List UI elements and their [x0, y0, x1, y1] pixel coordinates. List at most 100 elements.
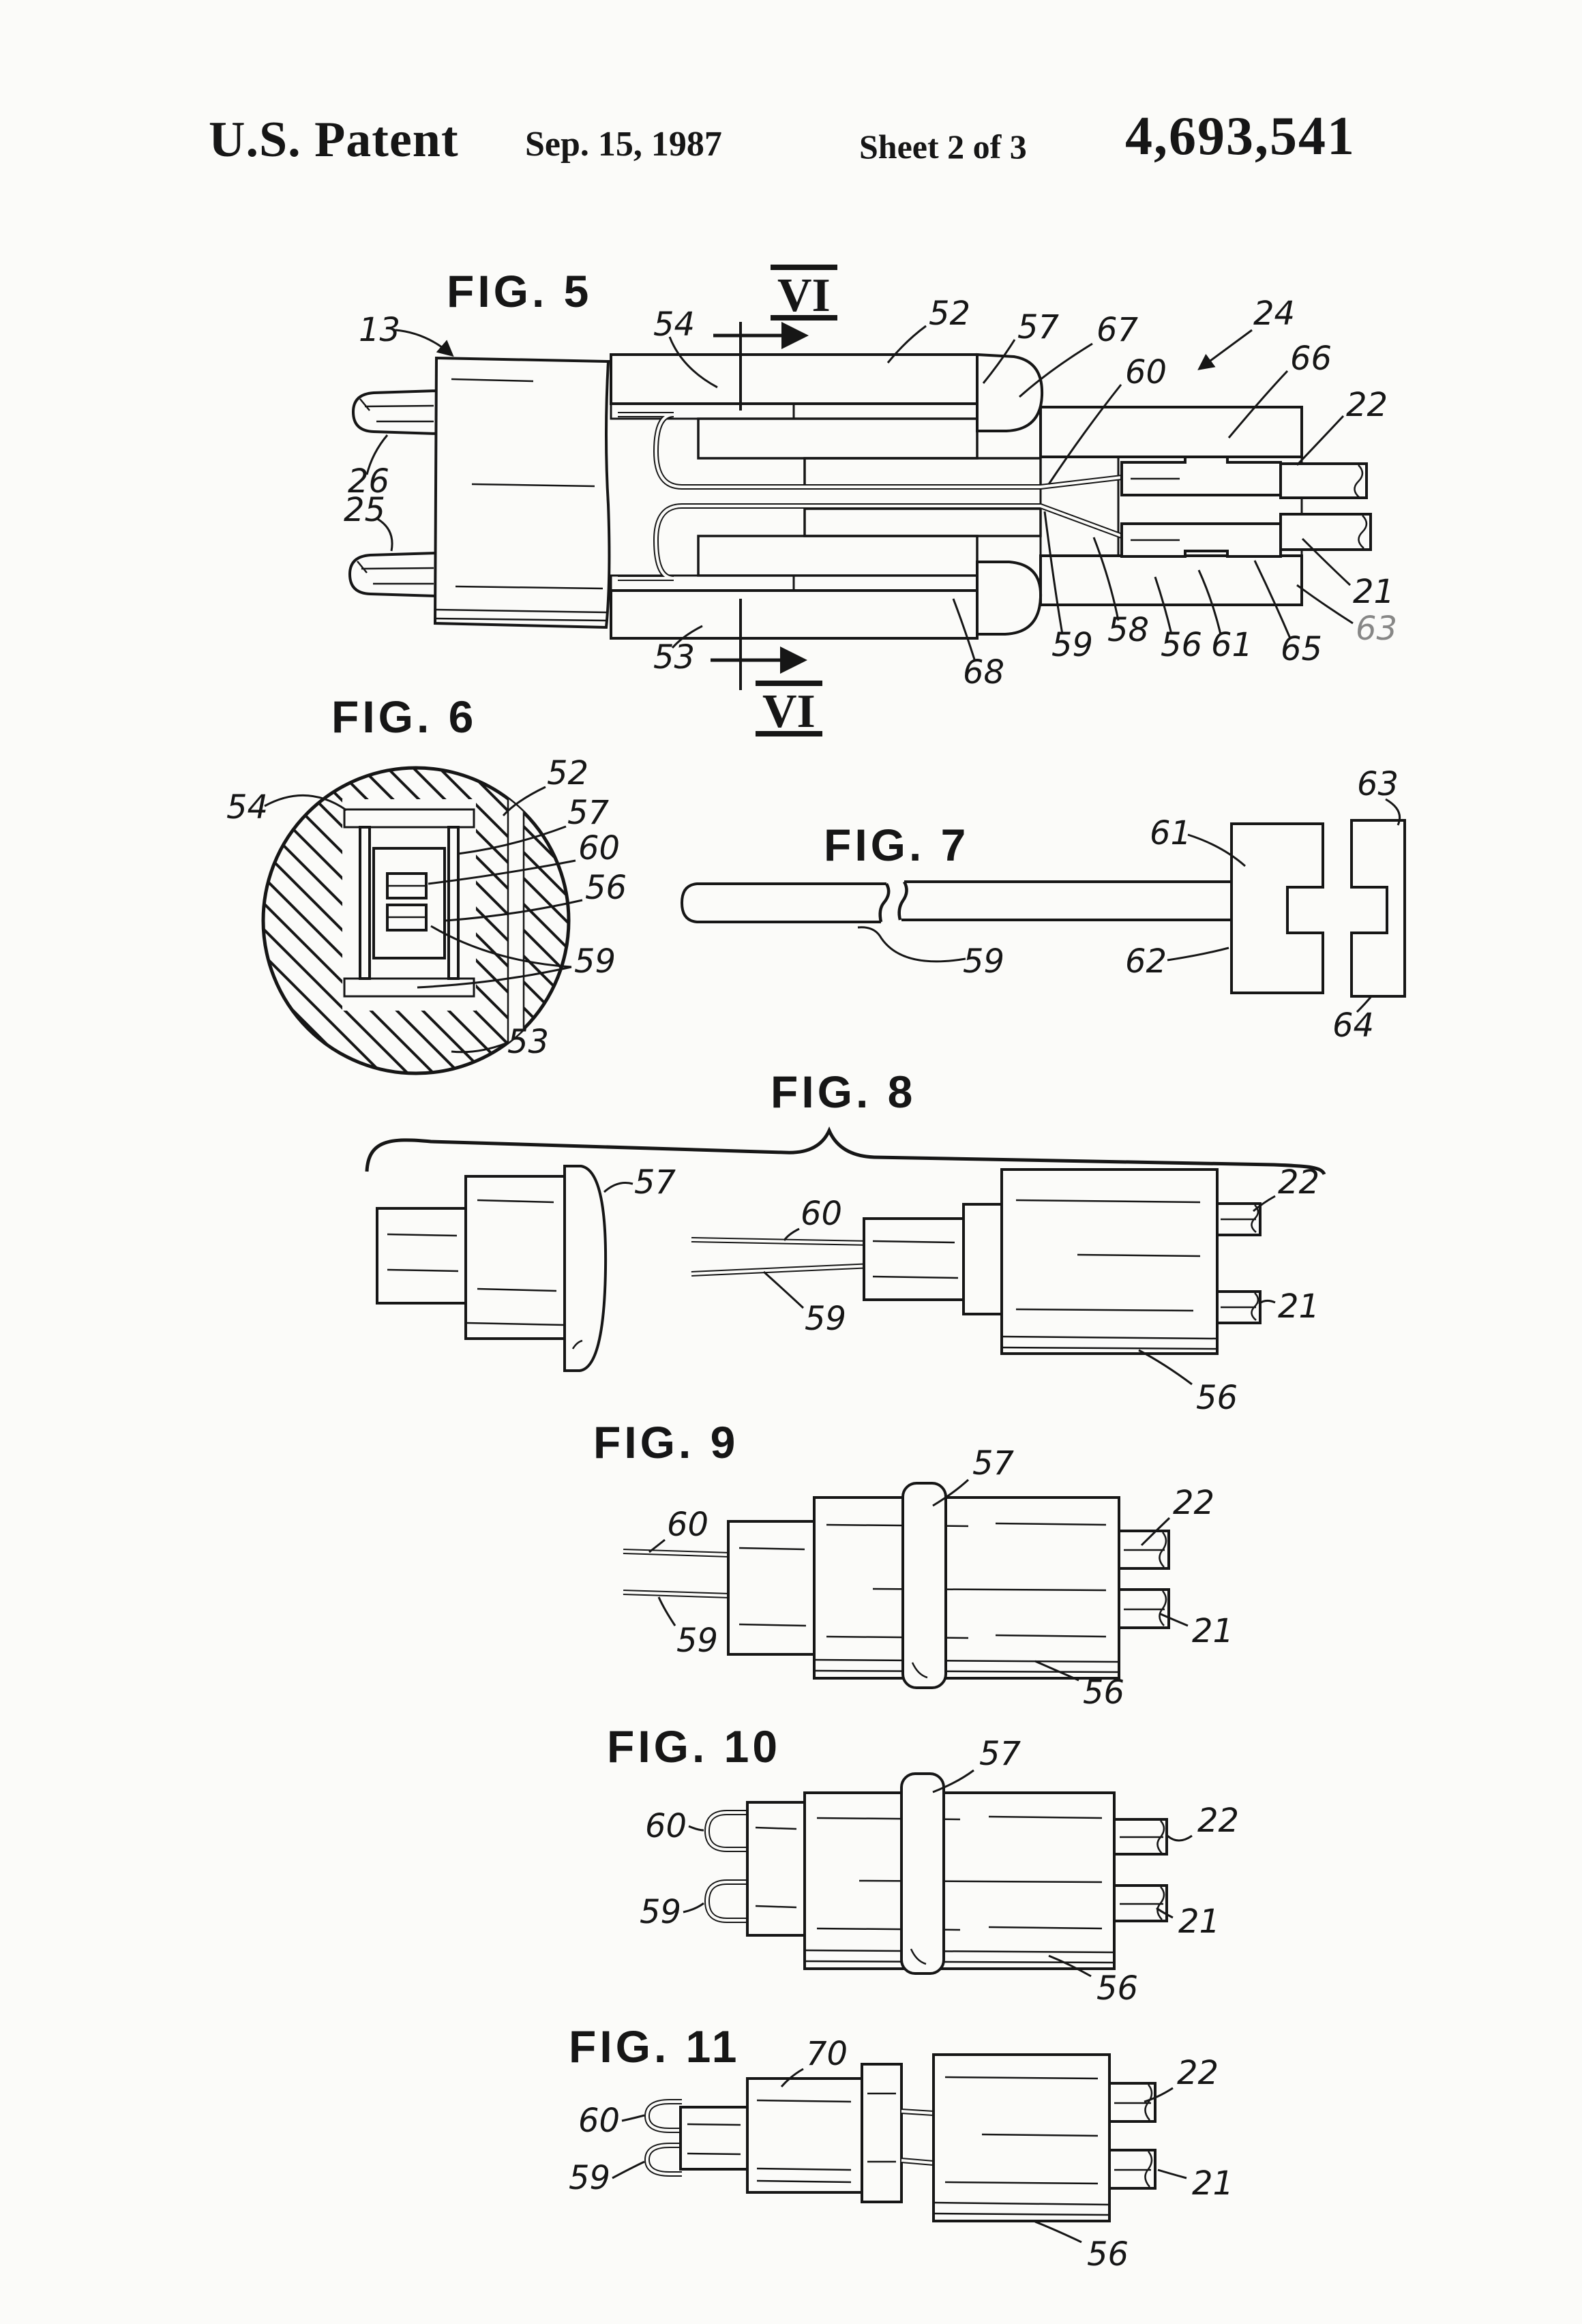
fig5-conductor-upper: [618, 412, 1122, 490]
leader-line: [376, 517, 393, 552]
fig6-ref-56: 56: [585, 869, 627, 907]
fig9-ref-57: 57: [972, 1444, 1015, 1483]
fig10-connector-body: [746, 1791, 1168, 1970]
leader-line: [1034, 1660, 1079, 1682]
fig6-contact-assembly: [343, 808, 475, 998]
fig10-ref-59: 59: [640, 1893, 681, 1931]
patent-header-title: U.S. Patent: [209, 112, 459, 168]
leader-line: [780, 2068, 804, 2087]
patent-header-sheet: Sheet 2 of 3: [859, 128, 1027, 166]
fig7-ref-64: 64: [1332, 1007, 1374, 1045]
leader-line: [612, 2160, 645, 2179]
fig11-ref-70: 70: [806, 2035, 848, 2073]
leader-line: [1034, 2220, 1082, 2244]
leader-line: [657, 1596, 676, 1626]
fig6-ref-60: 60: [578, 829, 620, 867]
fig5-ref-22: 22: [1346, 386, 1388, 424]
fig10-ref-60: 60: [645, 1807, 687, 1845]
fig5-ref-59: 59: [1051, 626, 1093, 664]
fig10-flange-detail: [910, 1948, 927, 1965]
fig11-connector-body: [932, 2053, 1156, 2222]
fig8-ref-60: 60: [801, 1195, 842, 1233]
fig9-ref-21: 21: [1192, 1612, 1234, 1650]
fig10-ref-22: 22: [1197, 1802, 1239, 1840]
fig9-connector-body: [727, 1496, 1170, 1680]
leader-line: [603, 1182, 633, 1193]
fig5-ref-53: 53: [653, 638, 695, 676]
fig11-ref-56: 56: [1087, 2235, 1129, 2274]
fig11-ref-60: 60: [578, 2102, 620, 2140]
fig11-ref-59: 59: [569, 2159, 610, 2197]
leader-line: [932, 1769, 974, 1793]
leader-line: [688, 1825, 704, 1832]
fig8-ref-59: 59: [805, 1300, 846, 1338]
fig5-ref-21: 21: [1353, 573, 1394, 611]
fig5-ref-58: 58: [1107, 611, 1149, 649]
fig5-ref-61: 61: [1211, 626, 1253, 664]
fig5-insulator-upper: [610, 353, 1044, 487]
leader-line: [1047, 384, 1122, 485]
fig6-ref-54: 54: [226, 788, 268, 826]
fig5-ref-26: 26: [348, 462, 389, 501]
leader-line: [428, 859, 576, 885]
fig5-ref-54: 54: [653, 306, 695, 344]
fig6-ref-59: 59: [574, 942, 616, 981]
fig5-drawing: FIG. 5 VI: [344, 265, 1397, 738]
fig6-drawing: FIG. 6 54 52 57 60 56: [226, 691, 627, 1075]
leader-line: [1159, 1612, 1189, 1627]
fig9-ref-56: 56: [1083, 1673, 1124, 1712]
patent-header-date: Sep. 15, 1987: [525, 125, 722, 164]
fig7-title: FIG. 7: [824, 820, 969, 870]
leader-line: [1385, 798, 1401, 826]
leader-line: [1227, 370, 1289, 438]
leader-line: [1296, 415, 1345, 466]
fig8-brace: [365, 1126, 1326, 1176]
fig5-ref-63: 63: [1356, 610, 1397, 648]
leader-line: [1092, 537, 1120, 621]
leader-line: [648, 1538, 666, 1553]
leader-line: [1144, 2087, 1174, 2103]
leader-line: [451, 1042, 507, 1054]
patent-header-number: 4,693,541: [1125, 106, 1356, 166]
leader-line: [395, 329, 454, 357]
leader-line: [1138, 1349, 1193, 1386]
leader-line: [1197, 569, 1222, 635]
fig5-ref-57: 57: [1017, 308, 1060, 346]
fig11-ref-21: 21: [1192, 2164, 1234, 2203]
svg-text:VI: VI: [762, 685, 816, 738]
fig8-ref-21: 21: [1278, 1287, 1319, 1326]
fig9-flange: [901, 1482, 947, 1689]
leader-line: [1253, 1195, 1276, 1212]
leader-line: [783, 1227, 800, 1241]
fig8-cap-assembly: [376, 1165, 608, 1372]
fig5-insulator-lower: [610, 507, 1043, 640]
fig9-ref-22: 22: [1173, 1484, 1214, 1522]
fig5-ref-60: 60: [1125, 353, 1167, 391]
fig7-ref-63: 63: [1357, 765, 1399, 803]
fig8-wires: [691, 1237, 872, 1277]
fig11-ref-22: 22: [1177, 2054, 1219, 2092]
fig10-ref-21: 21: [1178, 1903, 1220, 1941]
fig5-boot: [433, 356, 611, 629]
leader-line: [1187, 833, 1246, 867]
fig9-wires: [623, 1549, 730, 1598]
leader-line: [264, 794, 347, 811]
leader-line: [1258, 1299, 1276, 1305]
fig11-wire-loops: [644, 2099, 682, 2177]
fig10-ref-56: 56: [1096, 1969, 1138, 2008]
leader-line: [763, 1270, 805, 1309]
fig8-ref-22: 22: [1278, 1163, 1319, 1202]
fig7-contact-pin: [680, 819, 1406, 998]
fig9-ref-60: 60: [667, 1506, 708, 1544]
fig5-cable-lower: [348, 551, 438, 598]
fig5-title: FIG. 5: [447, 266, 592, 316]
fig8-ref-56: 56: [1196, 1379, 1238, 1417]
fig10-drawing: FIG. 10 57 60 59 22 21 56: [607, 1721, 1239, 2008]
fig10-flange: [900, 1772, 945, 1975]
leader-line: [1197, 329, 1253, 370]
leader-line: [621, 2114, 645, 2122]
fig6-ref-53: 53: [507, 1023, 549, 1061]
fig5-ref-56: 56: [1161, 626, 1202, 664]
leader-line: [1048, 1954, 1092, 1978]
leader-line: [671, 625, 703, 649]
